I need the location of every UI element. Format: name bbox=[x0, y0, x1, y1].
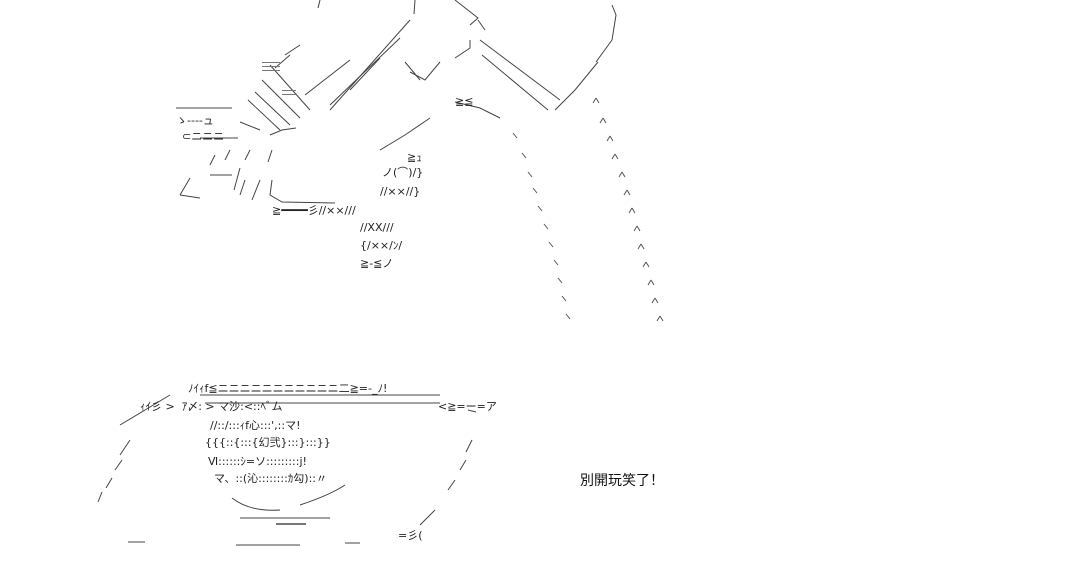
aa-fragment: ｨｲ彡 > ｱ〆: > マ沙:<::ﾍﾞム bbox=[140, 400, 283, 413]
aa-fragment: <≧=ー=ア bbox=[438, 400, 497, 413]
aa-fragment: ≧ｭ bbox=[407, 151, 422, 164]
aa-fragment: ⊂ニニニ bbox=[182, 130, 225, 143]
aa-fragment: ≧-≦ノ bbox=[360, 257, 394, 270]
aa-fragment: //XX/// bbox=[360, 221, 394, 234]
aa-fragment: =彡( bbox=[398, 529, 423, 542]
aa-fragment: マ、::(沁::::::::ｶ勾)::〃 bbox=[214, 472, 328, 485]
aa-fragment: ﾉｲｨf≦ニニニニニニニニニニニ二≧=-_ﾉ! bbox=[188, 382, 388, 395]
caption-text: 別開玩笑了！ bbox=[580, 473, 664, 489]
aa-fragment: //::/:::ｨf心:::',::マ! bbox=[210, 419, 301, 432]
aa-fragment: ゝ----ュ bbox=[176, 114, 214, 127]
aa-fragment: //××//} bbox=[380, 185, 421, 198]
aa-fragment: ≧≦ bbox=[455, 95, 474, 108]
aa-fragment: Ⅵ::::::ｼ=ソ:::::::::j! bbox=[208, 455, 307, 468]
aa-fragment: ノ(⌒)/} bbox=[382, 166, 424, 179]
aa-fragment: {{{::{:::{幻弐}:::}:::}} bbox=[205, 436, 331, 449]
aa-fragment: ≧━━━━彡//××/// bbox=[272, 204, 356, 217]
aa-fragment: {/××/ﾝ/ bbox=[360, 239, 403, 252]
